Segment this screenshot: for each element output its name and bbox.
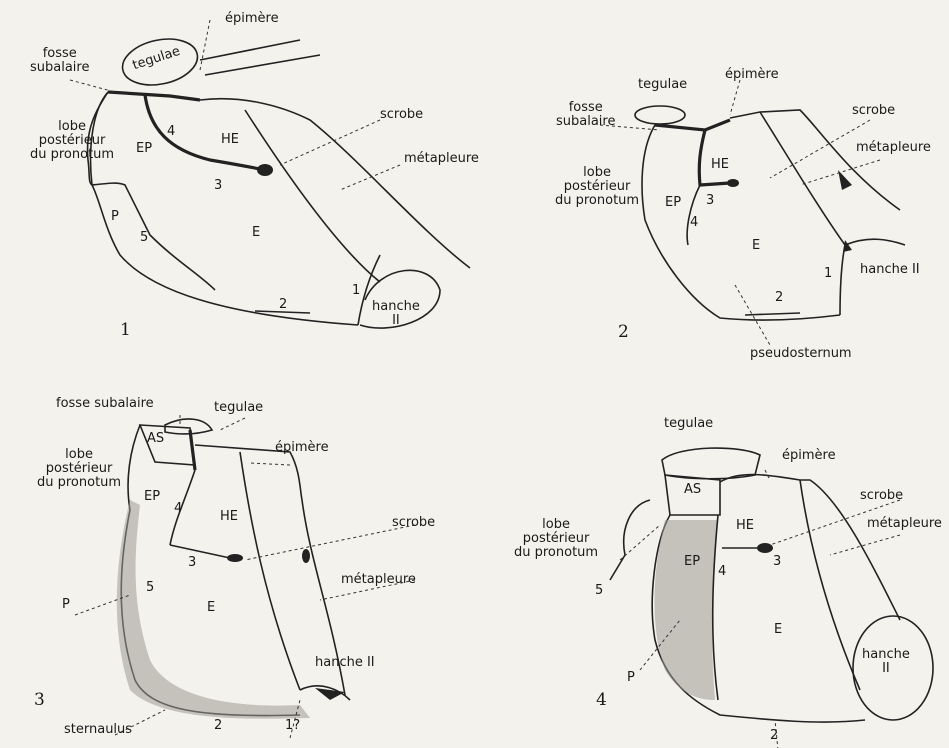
fig1-hanche-label: hanche II	[372, 300, 420, 328]
fig3-tegulae-label: tegulae	[214, 401, 263, 415]
fig4-epimere-label: épimère	[782, 449, 836, 463]
fig2-pseudosternum-label: pseudosternum	[750, 347, 852, 361]
fig2-EP: EP	[665, 195, 681, 210]
fig1-n1: 1	[352, 283, 360, 298]
fig1-n3: 3	[214, 178, 222, 193]
metapleure-suture	[240, 452, 300, 690]
metapleure-spot	[838, 170, 852, 190]
fig4-HE: HE	[736, 518, 754, 533]
fig1-n4: 4	[167, 124, 175, 139]
fig3-E: E	[207, 600, 215, 615]
lobe-pronotum	[610, 500, 650, 580]
fig1-metapleure-label: métapleure	[404, 152, 479, 166]
fig2-lobe-label: lobe postérieur du pronotum	[555, 166, 639, 208]
fig4-metapleure-label: métapleure	[867, 517, 942, 531]
scrobe-spot	[757, 543, 773, 553]
scrobe-spot	[727, 179, 739, 187]
fig1-n2: 2	[279, 297, 287, 312]
fig3-fosse-label: fosse subalaire	[56, 397, 154, 411]
fig2-n2: 2	[775, 290, 783, 305]
suture-4-3	[145, 95, 265, 170]
fig4-n2: 2	[770, 728, 778, 743]
fig2-epimere-label: épimère	[725, 68, 779, 82]
fig4-lobe-label: lobe postérieur du pronotum	[514, 518, 598, 560]
metapleure-suture	[800, 480, 860, 690]
fig4-E: E	[774, 622, 782, 637]
fig3-n1q: 1?	[285, 718, 300, 733]
wing-base	[200, 40, 320, 75]
fig2-scrobe-label: scrobe	[852, 104, 895, 118]
fig3-n2: 2	[214, 718, 222, 733]
fig3-hanche-label: hanche II	[315, 656, 375, 670]
fig2-fosse-label: fosse subalaire	[556, 101, 615, 129]
fig4-scrobe-label: scrobe	[860, 489, 903, 503]
fig3-AS: AS	[147, 431, 164, 446]
fig3-n4: 4	[174, 501, 182, 516]
fig2-HE: HE	[711, 157, 729, 172]
dorsal-outline	[730, 110, 900, 210]
fig1-lobe-label: lobe postérieur du pronotum	[30, 120, 114, 162]
fig4-n5: 5	[595, 583, 603, 598]
fig2-metapleure-label: métapleure	[856, 141, 931, 155]
scrobe-spot	[257, 164, 273, 176]
EP-shading	[654, 520, 718, 700]
suture-2	[745, 313, 800, 315]
subalar-ridge	[655, 120, 730, 130]
dorsal-outline	[200, 99, 470, 268]
fig2-n3: 3	[706, 193, 714, 208]
fig2-tegulae-label: tegulae	[638, 78, 687, 92]
fig4-hanche-label: hanche II	[862, 648, 910, 676]
fig1-E: E	[252, 225, 260, 240]
hanche-line	[845, 239, 905, 245]
fig2-n1: 1	[824, 266, 832, 281]
figure-2-drawing	[600, 80, 905, 345]
fig3-n5: 5	[146, 580, 154, 595]
fig2-n4: 4	[690, 215, 698, 230]
suture-3	[170, 545, 230, 558]
fig3-n3: 3	[188, 555, 196, 570]
fig1-number: 1	[120, 320, 131, 340]
fig1-EP: EP	[136, 141, 152, 156]
figure-1-drawing	[70, 20, 470, 328]
fig1-HE: HE	[221, 132, 239, 147]
tegulae-shape	[635, 106, 685, 124]
fig3-HE: HE	[220, 509, 238, 524]
fig1-n5: 5	[140, 230, 148, 245]
fig4-tegulae-label: tegulae	[664, 417, 713, 431]
fig3-P: P	[62, 597, 70, 612]
fig3-EP: EP	[144, 489, 160, 504]
fig2-number: 2	[618, 322, 629, 342]
fig4-AS: AS	[684, 482, 701, 497]
fig1-fosse-label: fosse subalaire	[30, 47, 89, 75]
fig4-P: P	[627, 670, 635, 685]
fig3-scrobe-label: scrobe	[392, 516, 435, 530]
fig1-scrobe-label: scrobe	[380, 108, 423, 122]
fig4-EP: EP	[684, 554, 700, 569]
fig2-hanche-label: hanche II	[860, 263, 920, 277]
fig3-number: 3	[34, 690, 45, 710]
fig3-metapleure-label: métapleure	[341, 573, 416, 587]
scrobe-spot	[227, 554, 243, 562]
fig3-sternaulus-label: sternaulus	[64, 723, 132, 737]
fig1-P: P	[111, 209, 119, 224]
fig4-number: 4	[596, 690, 607, 710]
metapleure-suture	[245, 110, 380, 282]
fig4-n3: 3	[773, 554, 781, 569]
subalar-ridge	[108, 92, 200, 100]
suture-1	[840, 245, 845, 315]
fig4-n4: 4	[718, 564, 726, 579]
fig2-E: E	[752, 238, 760, 253]
fig3-epimere-label: épimère	[275, 441, 329, 455]
metapleure-suture	[760, 112, 845, 245]
fig3-lobe-label: lobe postérieur du pronotum	[37, 448, 121, 490]
fig1-epimere-label: épimère	[225, 12, 279, 26]
